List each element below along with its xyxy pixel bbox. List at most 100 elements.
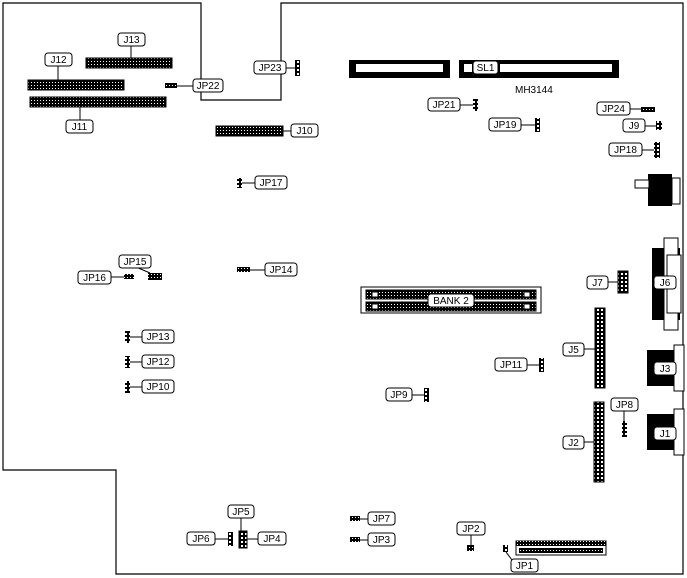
svg-text:JP16: JP16 bbox=[83, 273, 106, 284]
jp22-label: JP22 bbox=[192, 78, 224, 93]
svg-text:JP1: JP1 bbox=[516, 561, 534, 572]
j13-header bbox=[85, 57, 173, 69]
svg-text:BANK 2: BANK 2 bbox=[433, 296, 469, 307]
svg-text:JP5: JP5 bbox=[232, 507, 250, 518]
expansion-slot-left bbox=[349, 60, 450, 78]
jp5-label: JP5 bbox=[227, 504, 255, 519]
j2-header bbox=[593, 401, 605, 483]
bank-2-label: BANK 2 bbox=[427, 293, 475, 308]
jp23-jumper bbox=[295, 60, 300, 76]
svg-text:J11: J11 bbox=[72, 122, 88, 133]
jp11-label: JP11 bbox=[494, 357, 528, 372]
svg-text:JP9: JP9 bbox=[390, 390, 408, 401]
jp22-jumper bbox=[165, 83, 177, 88]
jp19-label: JP19 bbox=[488, 117, 522, 132]
model-number: MH3144 bbox=[515, 85, 553, 96]
j11-label: J11 bbox=[65, 119, 94, 134]
svg-text:JP4: JP4 bbox=[263, 534, 281, 545]
jp21-jumper bbox=[473, 99, 478, 111]
svg-text:JP24: JP24 bbox=[602, 104, 625, 115]
svg-text:JP8: JP8 bbox=[616, 400, 634, 411]
svg-text:JP13: JP13 bbox=[147, 332, 170, 343]
j10-label: J10 bbox=[290, 123, 319, 138]
svg-text:JP19: JP19 bbox=[494, 120, 517, 131]
jp18-jumper bbox=[654, 142, 660, 158]
j13-label: J13 bbox=[117, 32, 146, 47]
jp24-jumper bbox=[641, 107, 655, 112]
jp16-label: JP16 bbox=[77, 270, 112, 285]
jp3-jumper bbox=[350, 537, 360, 542]
jp8-label: JP8 bbox=[610, 397, 639, 412]
svg-text:JP3: JP3 bbox=[373, 535, 391, 546]
jp10-jumper bbox=[125, 381, 130, 393]
svg-text:J12: J12 bbox=[50, 55, 67, 66]
svg-text:J7: J7 bbox=[592, 278, 603, 289]
svg-text:J2: J2 bbox=[568, 438, 579, 449]
j3-label: J3 bbox=[653, 361, 677, 376]
svg-text:JP15: JP15 bbox=[124, 257, 147, 268]
jp10-label: JP10 bbox=[141, 379, 175, 394]
j5-label: J5 bbox=[562, 342, 585, 357]
jp6-label: JP6 bbox=[186, 531, 216, 546]
svg-text:J3: J3 bbox=[660, 364, 671, 375]
svg-text:J5: J5 bbox=[568, 345, 579, 356]
svg-text:JP14: JP14 bbox=[270, 265, 293, 276]
j7-label: J7 bbox=[586, 275, 609, 290]
j5-header bbox=[594, 307, 606, 389]
jp3-label: JP3 bbox=[367, 532, 396, 547]
jp24-label: JP24 bbox=[596, 101, 631, 116]
svg-text:JP18: JP18 bbox=[614, 145, 637, 156]
jp18-label: JP18 bbox=[608, 142, 643, 157]
jp14-jumper bbox=[237, 267, 250, 272]
svg-text:JP21: JP21 bbox=[433, 100, 456, 111]
jp14-label: JP14 bbox=[264, 262, 298, 277]
bottom-connector-row bbox=[515, 540, 607, 556]
jp13-label: JP13 bbox=[141, 329, 175, 344]
jp2-jumper bbox=[467, 545, 474, 551]
j7-header bbox=[617, 270, 629, 294]
jp7-label: JP7 bbox=[367, 511, 396, 526]
jp9-jumper bbox=[424, 388, 429, 402]
svg-text:J9: J9 bbox=[629, 121, 640, 132]
jp21-label: JP21 bbox=[427, 97, 461, 112]
jp19-jumper bbox=[535, 118, 540, 132]
jp4-label: JP4 bbox=[257, 531, 287, 546]
svg-text:JP12: JP12 bbox=[147, 357, 170, 368]
svg-text:J13: J13 bbox=[123, 35, 140, 46]
slot-sl1-label: SL1 bbox=[472, 60, 499, 75]
jp15-jumper bbox=[148, 273, 162, 280]
jp12-jumper bbox=[125, 356, 130, 368]
jp1-jumper bbox=[503, 545, 508, 552]
jp23-label: JP23 bbox=[253, 60, 287, 75]
svg-text:JP17: JP17 bbox=[260, 178, 283, 189]
jp6-jumper bbox=[228, 532, 233, 546]
svg-text:J10: J10 bbox=[296, 126, 313, 137]
svg-text:JP22: JP22 bbox=[197, 81, 220, 92]
jp15-label: JP15 bbox=[118, 254, 152, 269]
jp16-jumper bbox=[124, 274, 134, 279]
jp17-jumper bbox=[237, 178, 242, 188]
jp11-jumper bbox=[539, 358, 544, 372]
j9-header bbox=[656, 121, 662, 130]
jp13-jumper bbox=[125, 331, 130, 343]
jp1-label: JP1 bbox=[510, 558, 539, 573]
j11-header bbox=[29, 96, 167, 108]
svg-text:JP7: JP7 bbox=[373, 514, 391, 525]
svg-text:JP23: JP23 bbox=[259, 63, 282, 74]
slot-sl1-text: SL1 bbox=[477, 63, 495, 74]
j12-header bbox=[27, 79, 125, 91]
j2-label: J2 bbox=[562, 435, 585, 450]
svg-text:JP6: JP6 bbox=[192, 534, 210, 545]
jp4-5-jumper bbox=[238, 530, 248, 549]
j12-label: J12 bbox=[44, 52, 73, 67]
jp2-label: JP2 bbox=[456, 521, 486, 536]
jp12-label: JP12 bbox=[141, 354, 175, 369]
keyboard-connector bbox=[634, 174, 681, 206]
svg-text:JP10: JP10 bbox=[147, 382, 170, 393]
j1-label: J1 bbox=[653, 426, 677, 441]
j9-label: J9 bbox=[622, 118, 646, 133]
jp7-jumper bbox=[350, 516, 360, 521]
jp8-jumper bbox=[622, 421, 627, 437]
svg-text:JP2: JP2 bbox=[462, 524, 480, 535]
